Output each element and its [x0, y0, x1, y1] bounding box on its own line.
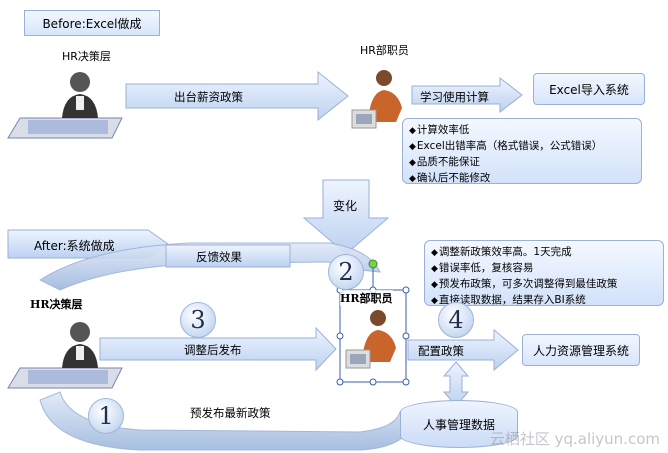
arrow-feedback-label: 反馈效果 [196, 250, 242, 264]
before-issue-item: Excel出错率高（格式错误，公式错误） [409, 139, 635, 155]
after-benefit-item: 错误率低，复核容易 [431, 261, 657, 277]
hr-database-text: 人事管理数据 [422, 417, 495, 432]
arrow-publish-policy-label: 出台薪资政策 [174, 90, 243, 104]
arrow-adjust-publish [99, 326, 337, 372]
before-issue-item: 计算效率低 [409, 123, 635, 139]
change-label: 变化 [333, 199, 358, 213]
decision-maker-figure-top [7, 72, 123, 139]
excel-import-text: Excel导入系统 [549, 82, 629, 97]
arrow-config-policy [407, 328, 519, 372]
hr-database-cylinder: 人事管理数据 [400, 400, 518, 448]
arrow-feedback [165, 244, 291, 268]
step-number-4: 4 [438, 302, 474, 338]
arrow-publish-policy [125, 70, 349, 122]
watermark: 云栖社区 yq.aliyun.com [489, 430, 660, 448]
after-benefit-item: 直接读取数据，结果存入BI系统 [431, 293, 657, 309]
hr-system-text: 人力资源管理系统 [532, 343, 629, 358]
after-benefits-box: 调整新政策效率高。1天完成 错误率低，复核容易 预发布政策，可多次调整得到最佳政… [424, 240, 664, 306]
step-number-2: 2 [328, 254, 364, 290]
before-label-text: Before:Excel做成 [42, 16, 142, 31]
arrow-learn-calc-label: 学习使用计算 [420, 90, 489, 104]
arrow-config-policy-label: 配置政策 [418, 344, 464, 358]
hr-decision-bottom-label: HR决策层 [30, 298, 83, 311]
before-issue-item: 确认后不能修改 [409, 171, 635, 187]
hr-staff-top-label: HR部职员 [360, 44, 409, 57]
step-number-3: 3 [180, 302, 216, 338]
arrow-change [302, 179, 390, 255]
before-label: Before:Excel做成 [24, 10, 160, 36]
before-issues-box: 计算效率低 Excel出错率高（格式错误，公式错误） 品质不能保证 确认后不能修… [402, 118, 642, 184]
arrow-learn-calc [411, 76, 523, 114]
before-issue-item: 品质不能保证 [409, 155, 635, 171]
after-benefit-item: 预发布政策，可多次调整得到最佳政策 [431, 277, 657, 293]
hr-staff-figure-top [351, 70, 402, 129]
arrow-feedback-arc [38, 242, 381, 291]
decision-maker-figure-bottom [7, 322, 123, 389]
arrow-adjust-publish-label: 调整后发布 [184, 343, 242, 357]
after-label: After:系统做成 [34, 239, 115, 253]
after-benefit-item: 调整新政策效率高。1天完成 [431, 245, 657, 261]
excel-import-box: Excel导入系统 [533, 73, 645, 105]
step-number-1: 1 [88, 398, 124, 434]
hr-decision-top-label: HR决策层 [62, 50, 111, 63]
arrow-prepublish-label: 预发布最新政策 [190, 406, 271, 420]
hr-staff-bottom-label: HR部职员 [340, 290, 393, 306]
hr-system-box: 人力资源管理系统 [522, 334, 640, 366]
